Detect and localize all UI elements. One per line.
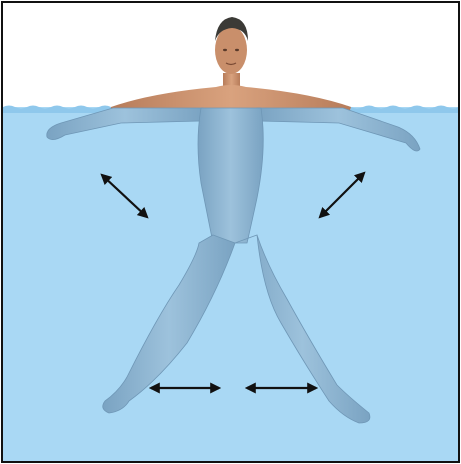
- exercise-illustration: [3, 3, 458, 461]
